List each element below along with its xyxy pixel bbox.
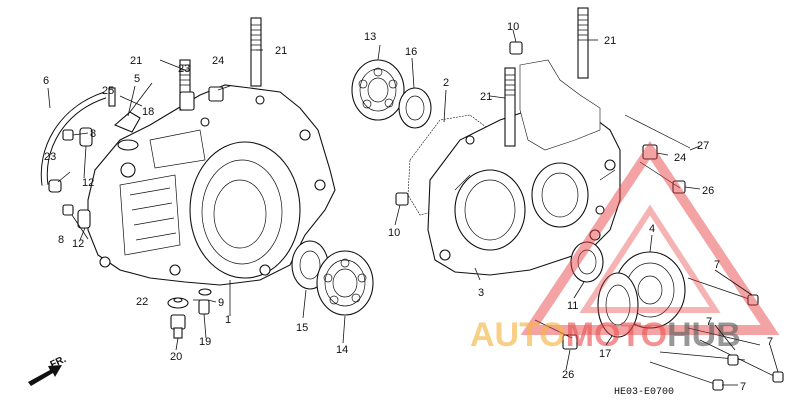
part-label-26a: 26	[562, 369, 574, 381]
part-label-10b: 10	[388, 227, 400, 239]
part-label-7b: 7	[706, 316, 712, 328]
front-direction-arrow: FR.	[28, 354, 68, 386]
part-label-20: 20	[170, 351, 182, 363]
bolts	[534, 114, 784, 391]
part-label-6: 6	[43, 75, 49, 87]
part-label-24a: 24	[212, 55, 224, 67]
part-label-24b: 24	[674, 152, 686, 164]
watermark-text-auto: AUTO	[470, 316, 566, 354]
part-label-12a: 12	[82, 177, 94, 189]
part-label-25: 25	[102, 85, 114, 97]
part-label-7a: 7	[714, 259, 720, 271]
part-label-19: 19	[199, 336, 211, 348]
part-number-labels: 1 2 3 4 5 6 7 7 7 7 8 8 9 10 10 11 12 12…	[43, 21, 773, 393]
part-label-18: 18	[142, 106, 154, 118]
part-label-21d: 21	[604, 35, 616, 47]
part-label-9: 9	[218, 297, 224, 309]
part-label-7c: 7	[767, 336, 773, 348]
watermark-text-hub: HUB	[667, 316, 741, 354]
part-label-3: 3	[478, 287, 484, 299]
left-crankcase-drawing	[87, 84, 336, 286]
part-label-27: 27	[697, 140, 709, 152]
crank-seal-and-bearing	[291, 240, 374, 316]
part-label-5: 5	[134, 73, 140, 85]
part-label-26b: 26	[702, 185, 714, 197]
part-label-21b: 21	[275, 45, 287, 57]
part-label-22: 22	[136, 296, 148, 308]
part-label-21c: 21	[480, 91, 492, 103]
part-label-23a: 23	[178, 63, 190, 75]
part-label-11: 11	[567, 300, 578, 312]
part-label-15: 15	[296, 322, 308, 334]
part-label-2: 2	[443, 77, 449, 89]
watermark-triangle-icon	[520, 140, 780, 335]
leader-lines	[47, 29, 779, 386]
part-label-4: 4	[649, 223, 655, 235]
front-direction-label: FR.	[49, 354, 68, 371]
part-label-7d: 7	[740, 381, 746, 393]
part-label-23b: 23	[44, 151, 56, 163]
part-label-21a: 21	[130, 55, 142, 67]
part-label-10a: 10	[507, 21, 519, 33]
upper-bearing-and-seal	[351, 59, 432, 129]
part-label-14: 14	[336, 344, 348, 356]
right-crankcase-drawing	[395, 7, 621, 276]
part-label-17: 17	[599, 348, 611, 360]
part-label-16: 16	[405, 46, 417, 58]
right-cover-parts	[562, 144, 686, 350]
part-label-1: 1	[225, 314, 231, 326]
watermark-text-moto: MOTO	[566, 316, 667, 354]
svg-text:AUTOMOTOHUB: AUTOMOTOHUB	[470, 316, 741, 354]
diagram-reference-code: HE03-E0700	[614, 387, 674, 398]
part-label-8b: 8	[58, 234, 64, 246]
watermark: AUTOMOTOHUB	[470, 140, 780, 354]
part-label-8a: 8	[90, 128, 96, 140]
watermark-inner-triangle-icon	[579, 204, 721, 313]
part-label-13: 13	[364, 31, 376, 43]
drain-plug-parts	[167, 288, 212, 339]
part-label-12b: 12	[72, 238, 84, 250]
